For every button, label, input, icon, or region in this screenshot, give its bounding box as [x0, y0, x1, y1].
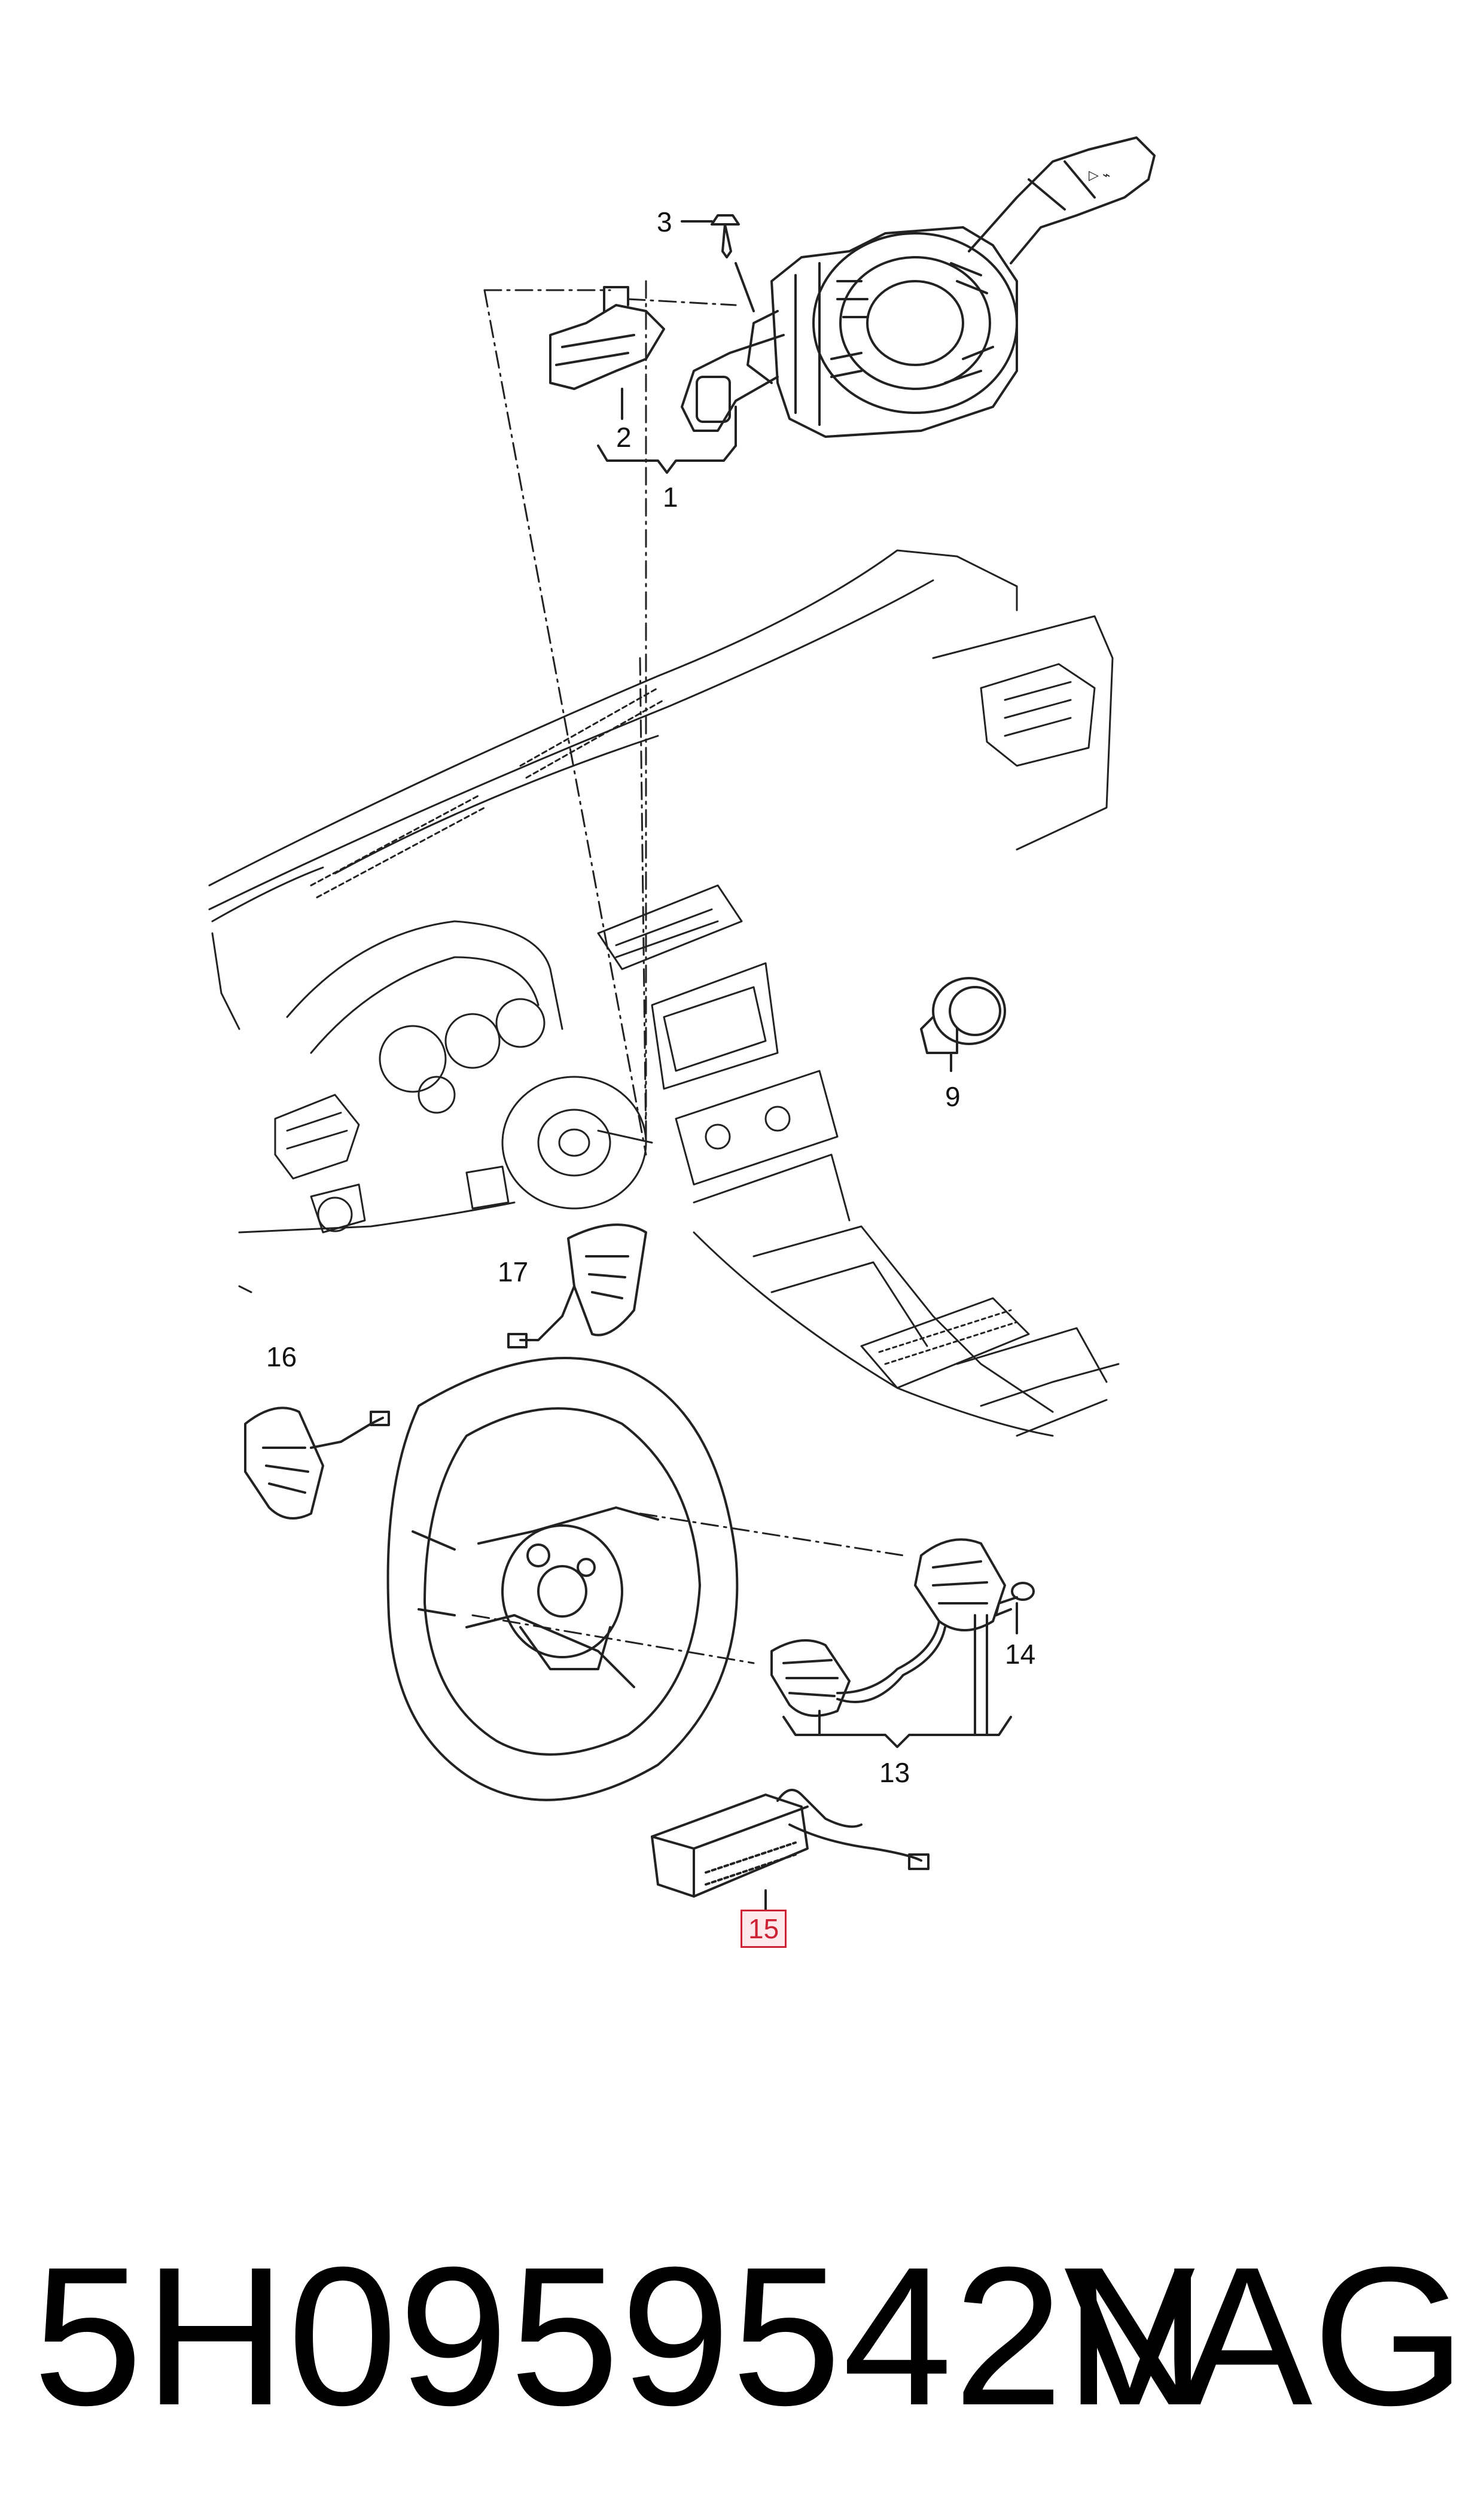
svg-text:▷ ⌁: ▷ ⌁ [1089, 168, 1110, 182]
callout-14: 14 [1005, 1639, 1036, 1670]
brand-name: VAG [1064, 2225, 1466, 2446]
bracket-1 [597, 406, 737, 474]
switch-module-part-17 [507, 1223, 647, 1348]
parts-diagram: ▷ ⌁ [208, 136, 1156, 1916]
switch-module-part-16 [244, 1406, 390, 1520]
callout-16: 16 [266, 1341, 297, 1372]
screw-part-3 [681, 214, 755, 312]
switch-module-part-13 [770, 1538, 1012, 1748]
module-part-2 [549, 286, 665, 420]
callout-2: 2 [616, 422, 632, 453]
control-unit-part-15 [651, 1789, 930, 1916]
part-number: 5H0959542N [33, 2225, 1208, 2446]
steering-column-switch: ▷ ⌁ [681, 136, 1156, 438]
callout-13: 13 [879, 1757, 910, 1788]
callout-17: 17 [498, 1256, 529, 1287]
callout-1: 1 [663, 482, 678, 513]
screw-part-14 [995, 1582, 1035, 1634]
ring-part-9 [920, 977, 1006, 1072]
callout-15-highlighted: 15 [741, 1910, 787, 1948]
callout-3: 3 [657, 206, 672, 238]
dashboard [208, 549, 1120, 1437]
leader-lines [471, 280, 904, 1664]
callout-9: 9 [945, 1081, 961, 1112]
steering-wheel [386, 1357, 739, 1801]
